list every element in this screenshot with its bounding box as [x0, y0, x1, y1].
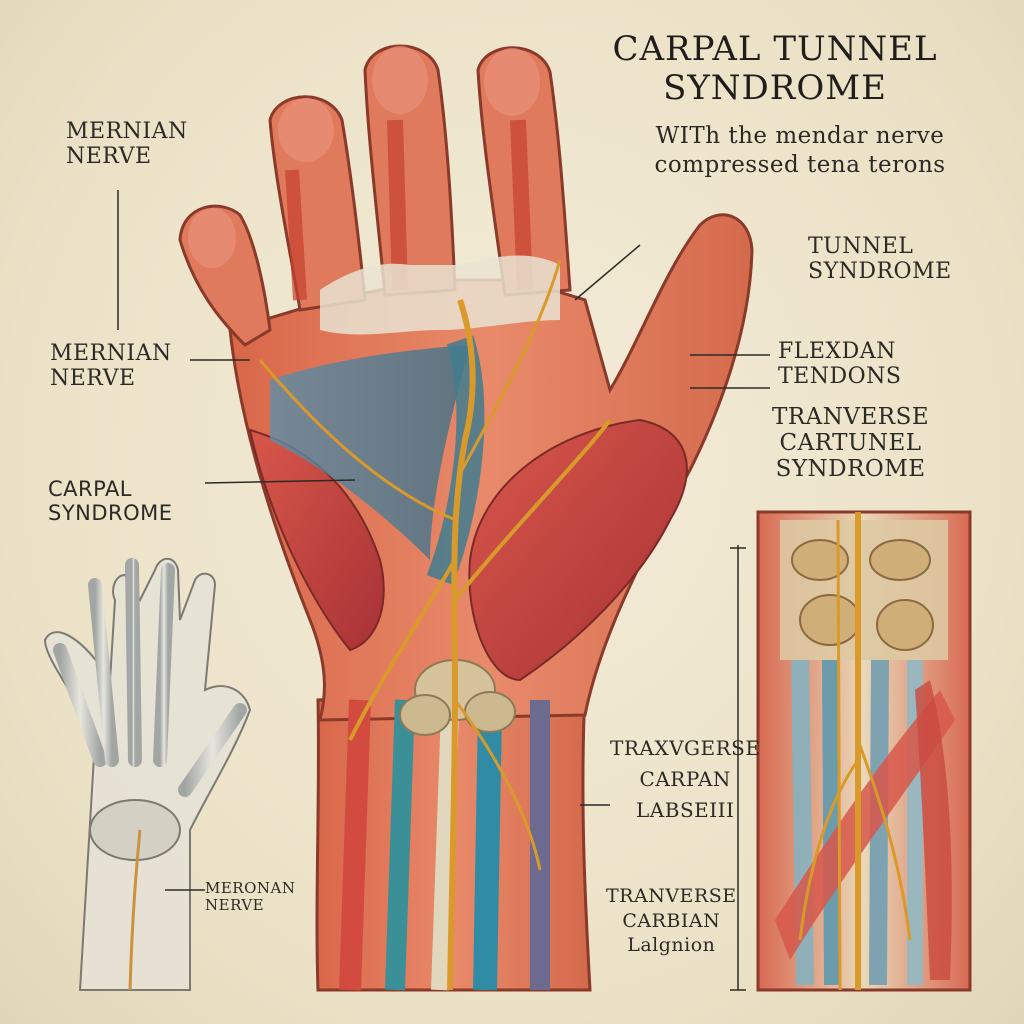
carpal-bone [399, 694, 451, 736]
finger-bone [125, 558, 142, 767]
finger-bone [153, 563, 175, 767]
label-transverse-carbian: TRANVERSE CARBIAN Lalgnion [606, 885, 737, 957]
forearm-tendon [385, 699, 415, 991]
leader-lines [117, 190, 770, 991]
label-transverse-cartunnel: TRANVERSE CARTUNEL SYNDROME [772, 404, 930, 482]
fingertip [372, 46, 428, 114]
leader-line [574, 244, 641, 301]
leader-line [204, 479, 356, 484]
inset-nerve-branch [798, 759, 860, 941]
label-median-nerve-mid: MERNIAN NERVE [50, 341, 172, 391]
median-nerve [447, 299, 476, 991]
inset-muscle [915, 680, 952, 980]
forearm-tendon [473, 709, 502, 991]
carpal-bone [791, 539, 849, 581]
inset-tendon [822, 659, 840, 986]
nerve-branch [348, 558, 457, 741]
label-flexor-tendons: FLEXDAN TENDONS [778, 339, 902, 389]
label-transverse-carpan: TRAXVGERSE CARPAN LABSEIII [610, 736, 761, 822]
fingertip [278, 98, 334, 162]
forearm-tendon [339, 699, 371, 991]
tendon-sheath [320, 255, 560, 335]
fingertip [188, 208, 236, 268]
carpal-bone [876, 599, 934, 651]
nerve-branch [460, 259, 562, 471]
diagram-subtitle: WITh the mendar nerve compressed tena te… [654, 123, 946, 178]
thenar-muscle [468, 418, 688, 682]
inset-nerve [836, 519, 842, 991]
finger-tendon [387, 119, 408, 291]
finger-bone [53, 643, 107, 767]
carpal-bone [869, 539, 931, 581]
carpal-bone [799, 594, 861, 646]
forearm-tendon [431, 709, 459, 991]
finger-bone [178, 703, 247, 797]
inset-muscle [775, 690, 955, 960]
nerve-branch [258, 359, 457, 522]
cross-section-inset [756, 510, 972, 992]
fingertip [484, 48, 540, 116]
skeleton-outline [43, 557, 252, 991]
skeleton-carpals [89, 799, 181, 861]
label-tunnel-syndrome: TUNNEL SYNDROME [808, 234, 952, 284]
skeleton-hand [43, 557, 252, 991]
diagram-title: CARPAL TUNNEL SYNDROME [612, 29, 938, 109]
label-median-nerve-top: MERNIAN NERVE [66, 119, 188, 169]
label-skeleton-median-nerve: MERONAN NERVE [205, 879, 296, 914]
finger-tendon [285, 169, 307, 301]
nerve-branch [453, 418, 612, 602]
palmar-fascia [270, 345, 470, 560]
finger-bone [88, 578, 119, 767]
nerve-branch [453, 699, 542, 871]
label-carpal-syndrome: CARPAL SYNDROME [48, 477, 173, 525]
skeleton-median-nerve [128, 829, 142, 991]
inset-nerve-branch [856, 739, 912, 941]
main-hand [178, 44, 754, 992]
flexor-tendon-blue [426, 335, 485, 585]
